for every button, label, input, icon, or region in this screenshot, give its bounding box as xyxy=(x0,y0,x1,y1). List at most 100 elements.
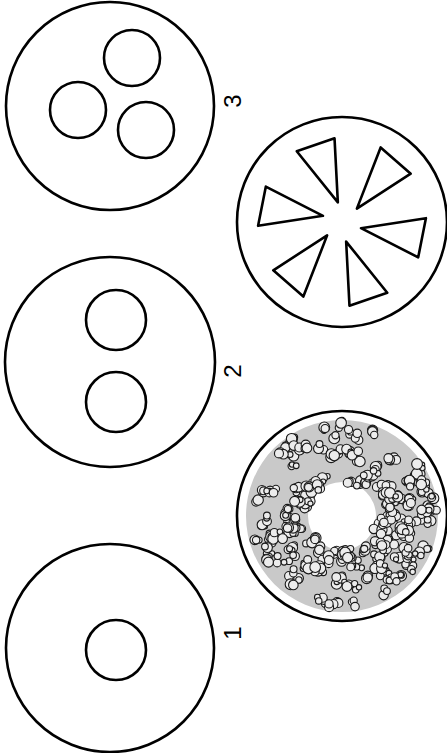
granule xyxy=(354,447,363,456)
granule xyxy=(356,585,361,590)
granule xyxy=(412,459,423,470)
cell-two xyxy=(5,257,215,467)
granule xyxy=(406,499,415,508)
granule xyxy=(393,557,398,562)
granule xyxy=(291,513,300,522)
granule xyxy=(377,541,387,551)
granule xyxy=(363,573,372,582)
granule xyxy=(424,516,431,523)
nucleus-circle xyxy=(104,30,160,86)
ring-ground xyxy=(246,420,438,612)
granule xyxy=(324,556,333,565)
granule xyxy=(428,493,439,504)
granule xyxy=(252,536,259,543)
cell-triangles xyxy=(237,117,447,327)
granule xyxy=(393,494,398,499)
panel-number: 1 xyxy=(221,627,245,640)
granule xyxy=(315,487,322,494)
granule xyxy=(370,468,377,475)
granule xyxy=(406,483,413,490)
cell-three xyxy=(6,2,214,210)
granule xyxy=(269,488,278,497)
triangle-shape xyxy=(346,242,387,306)
granule xyxy=(380,518,388,526)
granule xyxy=(393,578,400,585)
granule xyxy=(293,463,299,469)
granule xyxy=(302,443,312,453)
nucleus-circle xyxy=(86,290,146,350)
granule xyxy=(287,546,293,552)
granule xyxy=(382,563,387,568)
granule xyxy=(311,535,319,543)
granule xyxy=(428,493,436,501)
triangle-shape xyxy=(357,147,411,208)
nucleus-circle xyxy=(118,102,174,158)
granule xyxy=(262,543,269,550)
granule xyxy=(405,516,413,524)
granule xyxy=(418,552,424,558)
granule xyxy=(386,503,394,511)
granule xyxy=(416,479,426,489)
granule xyxy=(308,501,313,506)
granule xyxy=(353,429,361,437)
granule xyxy=(361,545,368,552)
granule xyxy=(284,506,291,513)
triangle-shape xyxy=(297,138,338,202)
granule xyxy=(417,505,426,514)
granule xyxy=(264,512,271,519)
granule-ring xyxy=(246,417,440,612)
granule xyxy=(290,552,297,559)
granule xyxy=(336,418,347,429)
granule xyxy=(360,472,367,479)
granule xyxy=(290,484,297,491)
granule xyxy=(316,441,323,448)
granule xyxy=(426,507,432,513)
granule xyxy=(316,598,322,604)
granule xyxy=(404,544,412,552)
granule xyxy=(310,533,321,544)
granule xyxy=(343,553,353,563)
granule xyxy=(403,529,410,536)
cell-one xyxy=(6,544,214,752)
granule xyxy=(384,588,391,595)
granule xyxy=(304,556,312,564)
granule xyxy=(305,483,313,491)
granule xyxy=(332,573,341,582)
granule xyxy=(290,496,300,506)
granule xyxy=(362,573,372,583)
panel-number: 3 xyxy=(221,95,245,108)
granule xyxy=(278,534,288,544)
granule xyxy=(321,424,329,432)
granule xyxy=(250,535,260,545)
granule xyxy=(283,524,291,532)
granule xyxy=(412,551,417,556)
nucleus-circle xyxy=(86,372,146,432)
granule xyxy=(274,553,281,560)
panel-number: 2 xyxy=(221,365,245,378)
granule xyxy=(325,600,333,608)
granule xyxy=(398,572,404,578)
granule xyxy=(290,566,297,573)
nucleus-circle xyxy=(50,82,106,138)
granule xyxy=(284,523,294,533)
granule xyxy=(343,478,352,487)
triangle-shape xyxy=(258,187,323,226)
granule xyxy=(342,582,352,592)
granule xyxy=(384,454,393,463)
triangle-shape xyxy=(361,218,426,257)
granule xyxy=(289,580,299,590)
granule xyxy=(273,559,281,567)
granule xyxy=(351,602,359,610)
granule xyxy=(353,482,360,489)
granule xyxy=(274,449,283,458)
granule xyxy=(281,559,287,565)
granule xyxy=(410,569,415,574)
granule xyxy=(315,545,324,554)
granule xyxy=(344,425,352,433)
granule xyxy=(310,562,321,573)
granule xyxy=(429,493,435,499)
granule xyxy=(390,553,398,561)
granule xyxy=(319,422,330,433)
granule xyxy=(332,432,339,439)
granule xyxy=(371,431,378,438)
